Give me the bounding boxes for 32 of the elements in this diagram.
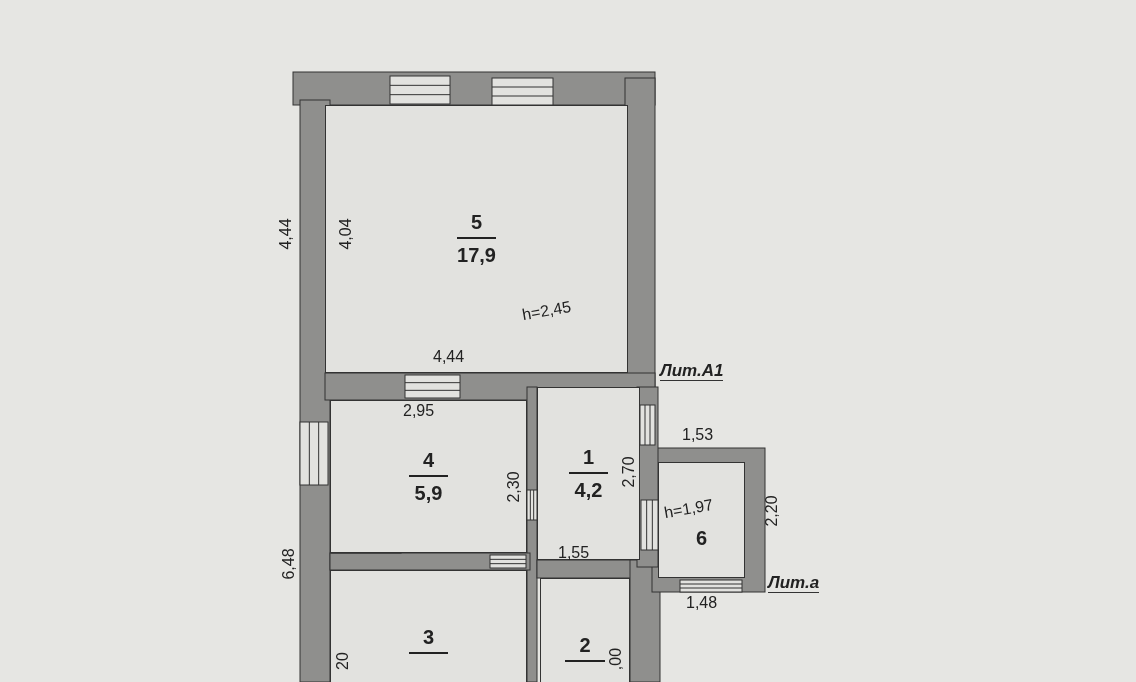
room-number: 3 [408,626,449,654]
dimension-label: 6,48 [279,548,298,580]
room [658,462,745,578]
room [330,400,527,553]
room-number: 5 [456,211,497,239]
dimension-label: 2,95 [403,402,435,420]
dimension-label: 1,53 [682,426,714,444]
height-label: h=1,97 [662,495,715,523]
room-number: 6 [694,527,709,551]
dimension-label: 2,70 [619,456,638,488]
room-number: 2 [565,634,605,662]
room [330,570,527,682]
dimension-label: 4,44 [433,348,465,366]
dimension-label: 2,20 [762,495,781,527]
section-label: Лит.А1 [660,362,724,381]
dimension-label: ,00 [607,647,626,671]
dimension-label: 4,04 [336,218,355,250]
room-area: 4,2 [574,477,603,502]
room-number: 1 [568,445,609,474]
room-area: 5,9 [414,480,443,505]
dimension-label: 1,48 [686,594,718,612]
room-area: 17,9 [457,243,496,267]
dimension-label: 2,30 [504,471,523,503]
room-number: 4 [408,448,449,477]
room [537,387,640,560]
dimension-label: 4,44 [276,218,295,250]
room [325,105,628,373]
height-label: h=2,45 [520,297,573,325]
section-label: Лит.а [768,574,820,593]
dimension-label: 20 [333,652,352,670]
dimension-label: 1,55 [558,544,590,562]
room [540,578,630,682]
